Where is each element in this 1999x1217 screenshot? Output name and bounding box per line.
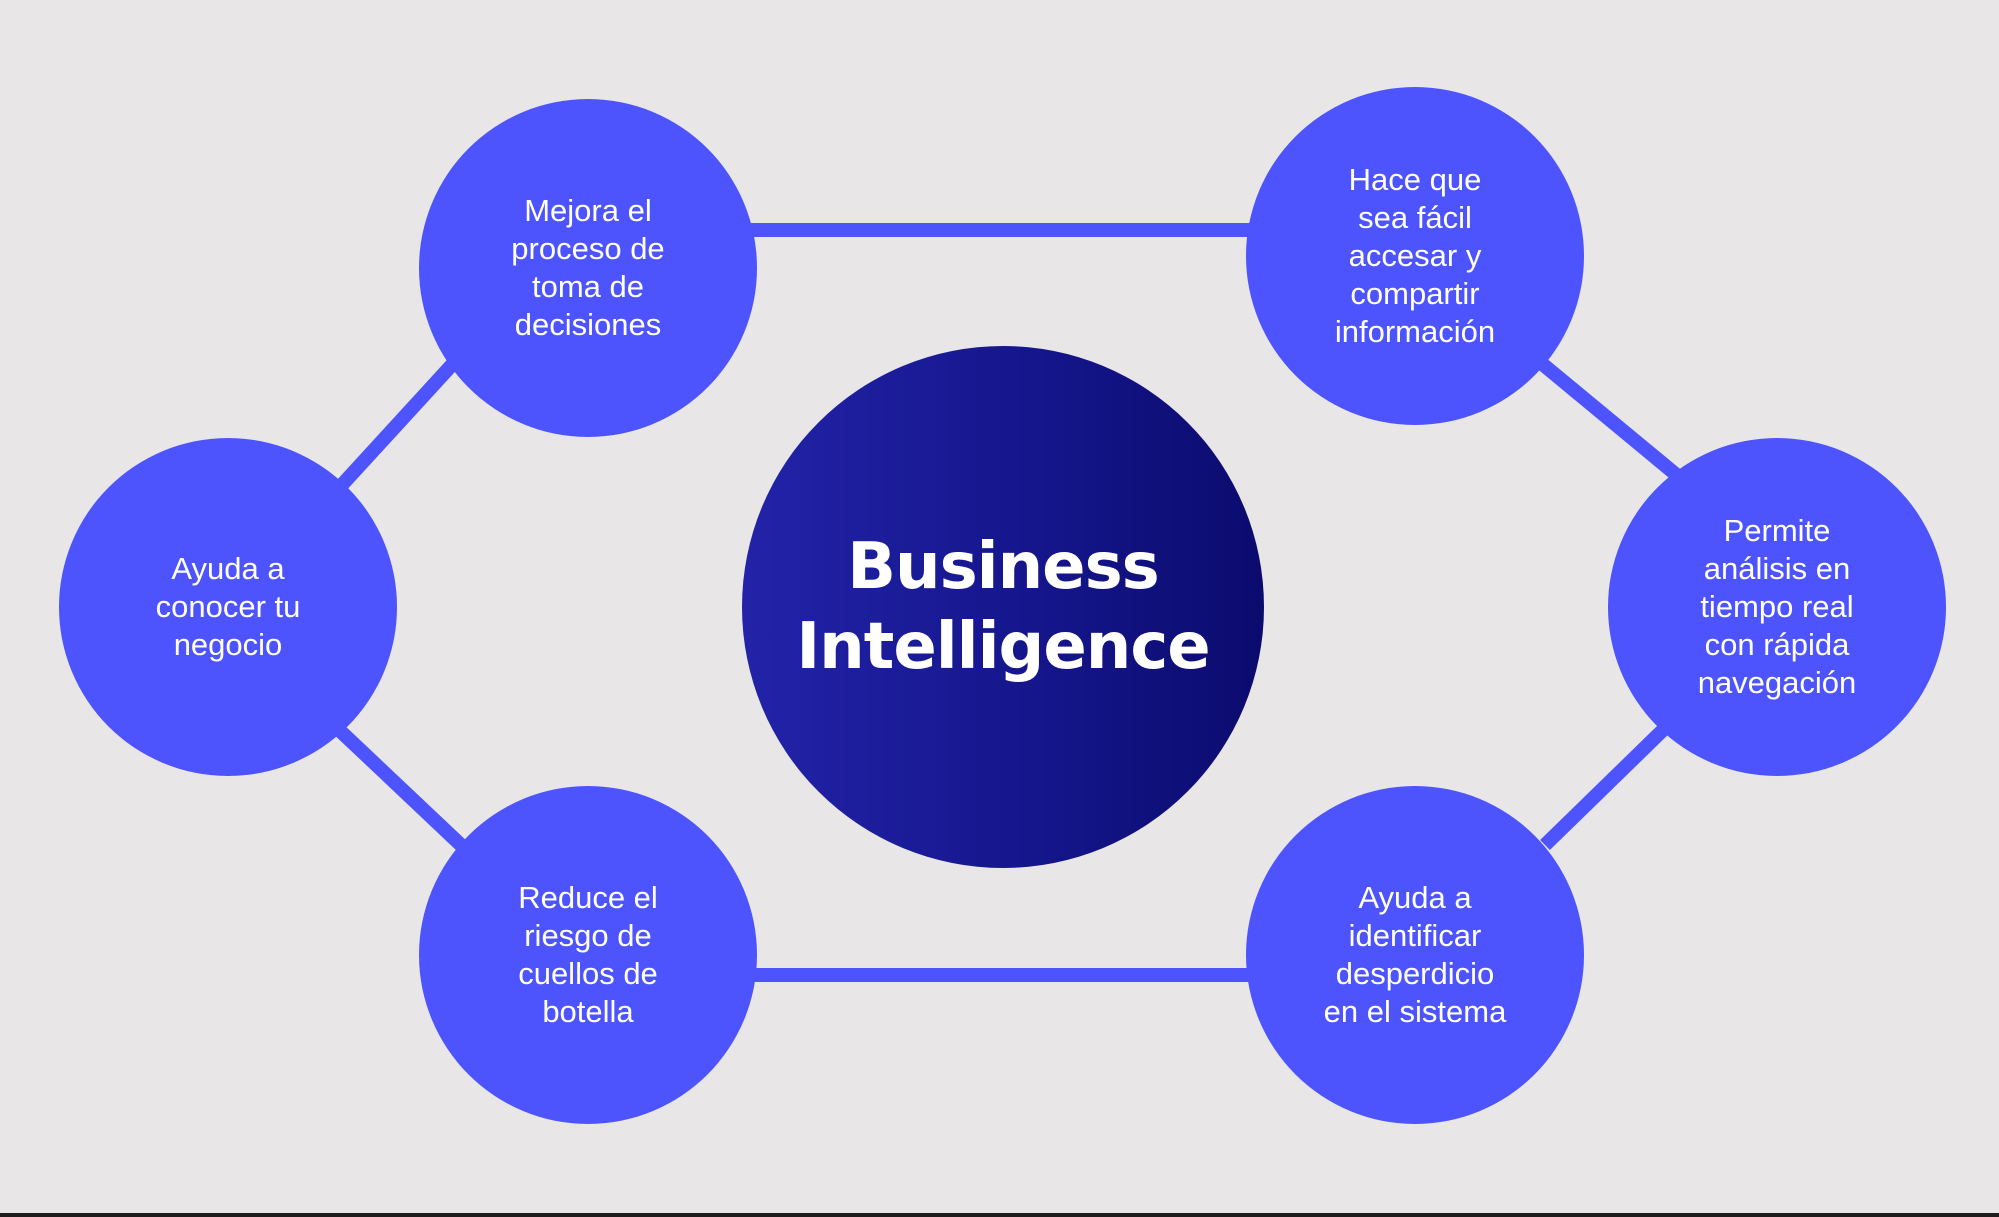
node-text: Ayuda a identificar desperdicio en el si…	[1323, 880, 1507, 1029]
connector-n6-n1	[334, 351, 466, 492]
node-waste-identification: Ayuda a identificar desperdicio en el si…	[1246, 786, 1584, 1124]
connector-n3-n4	[1540, 722, 1670, 851]
connector-n5-n6	[330, 720, 468, 853]
node-information-access: Hace que sea fácil accesar y compartir i…	[1246, 87, 1584, 425]
node-text: Reduce el riesgo de cuellos de botella	[518, 880, 658, 1029]
node-text: Ayuda a conocer tu negocio	[155, 551, 301, 662]
node-text: Mejora el proceso de toma de decisiones	[511, 193, 665, 342]
node-decision-making: Mejora el proceso de toma de decisiones	[419, 99, 757, 437]
node-know-business: Ayuda a conocer tu negocio	[59, 438, 397, 776]
center-hub: Business Intelligence	[742, 346, 1264, 868]
bottom-edge-bar	[0, 1213, 1999, 1217]
node-text: Permite análisis en tiempo real con rápi…	[1697, 513, 1857, 700]
center-title: Business Intelligence	[796, 530, 1210, 684]
connector-n2-n3	[1535, 356, 1690, 488]
node-text: Hace que sea fácil accesar y compartir i…	[1334, 162, 1496, 349]
node-bottleneck-risk: Reduce el riesgo de cuellos de botella	[419, 786, 757, 1124]
node-real-time-analysis: Permite análisis en tiempo real con rápi…	[1608, 438, 1946, 776]
